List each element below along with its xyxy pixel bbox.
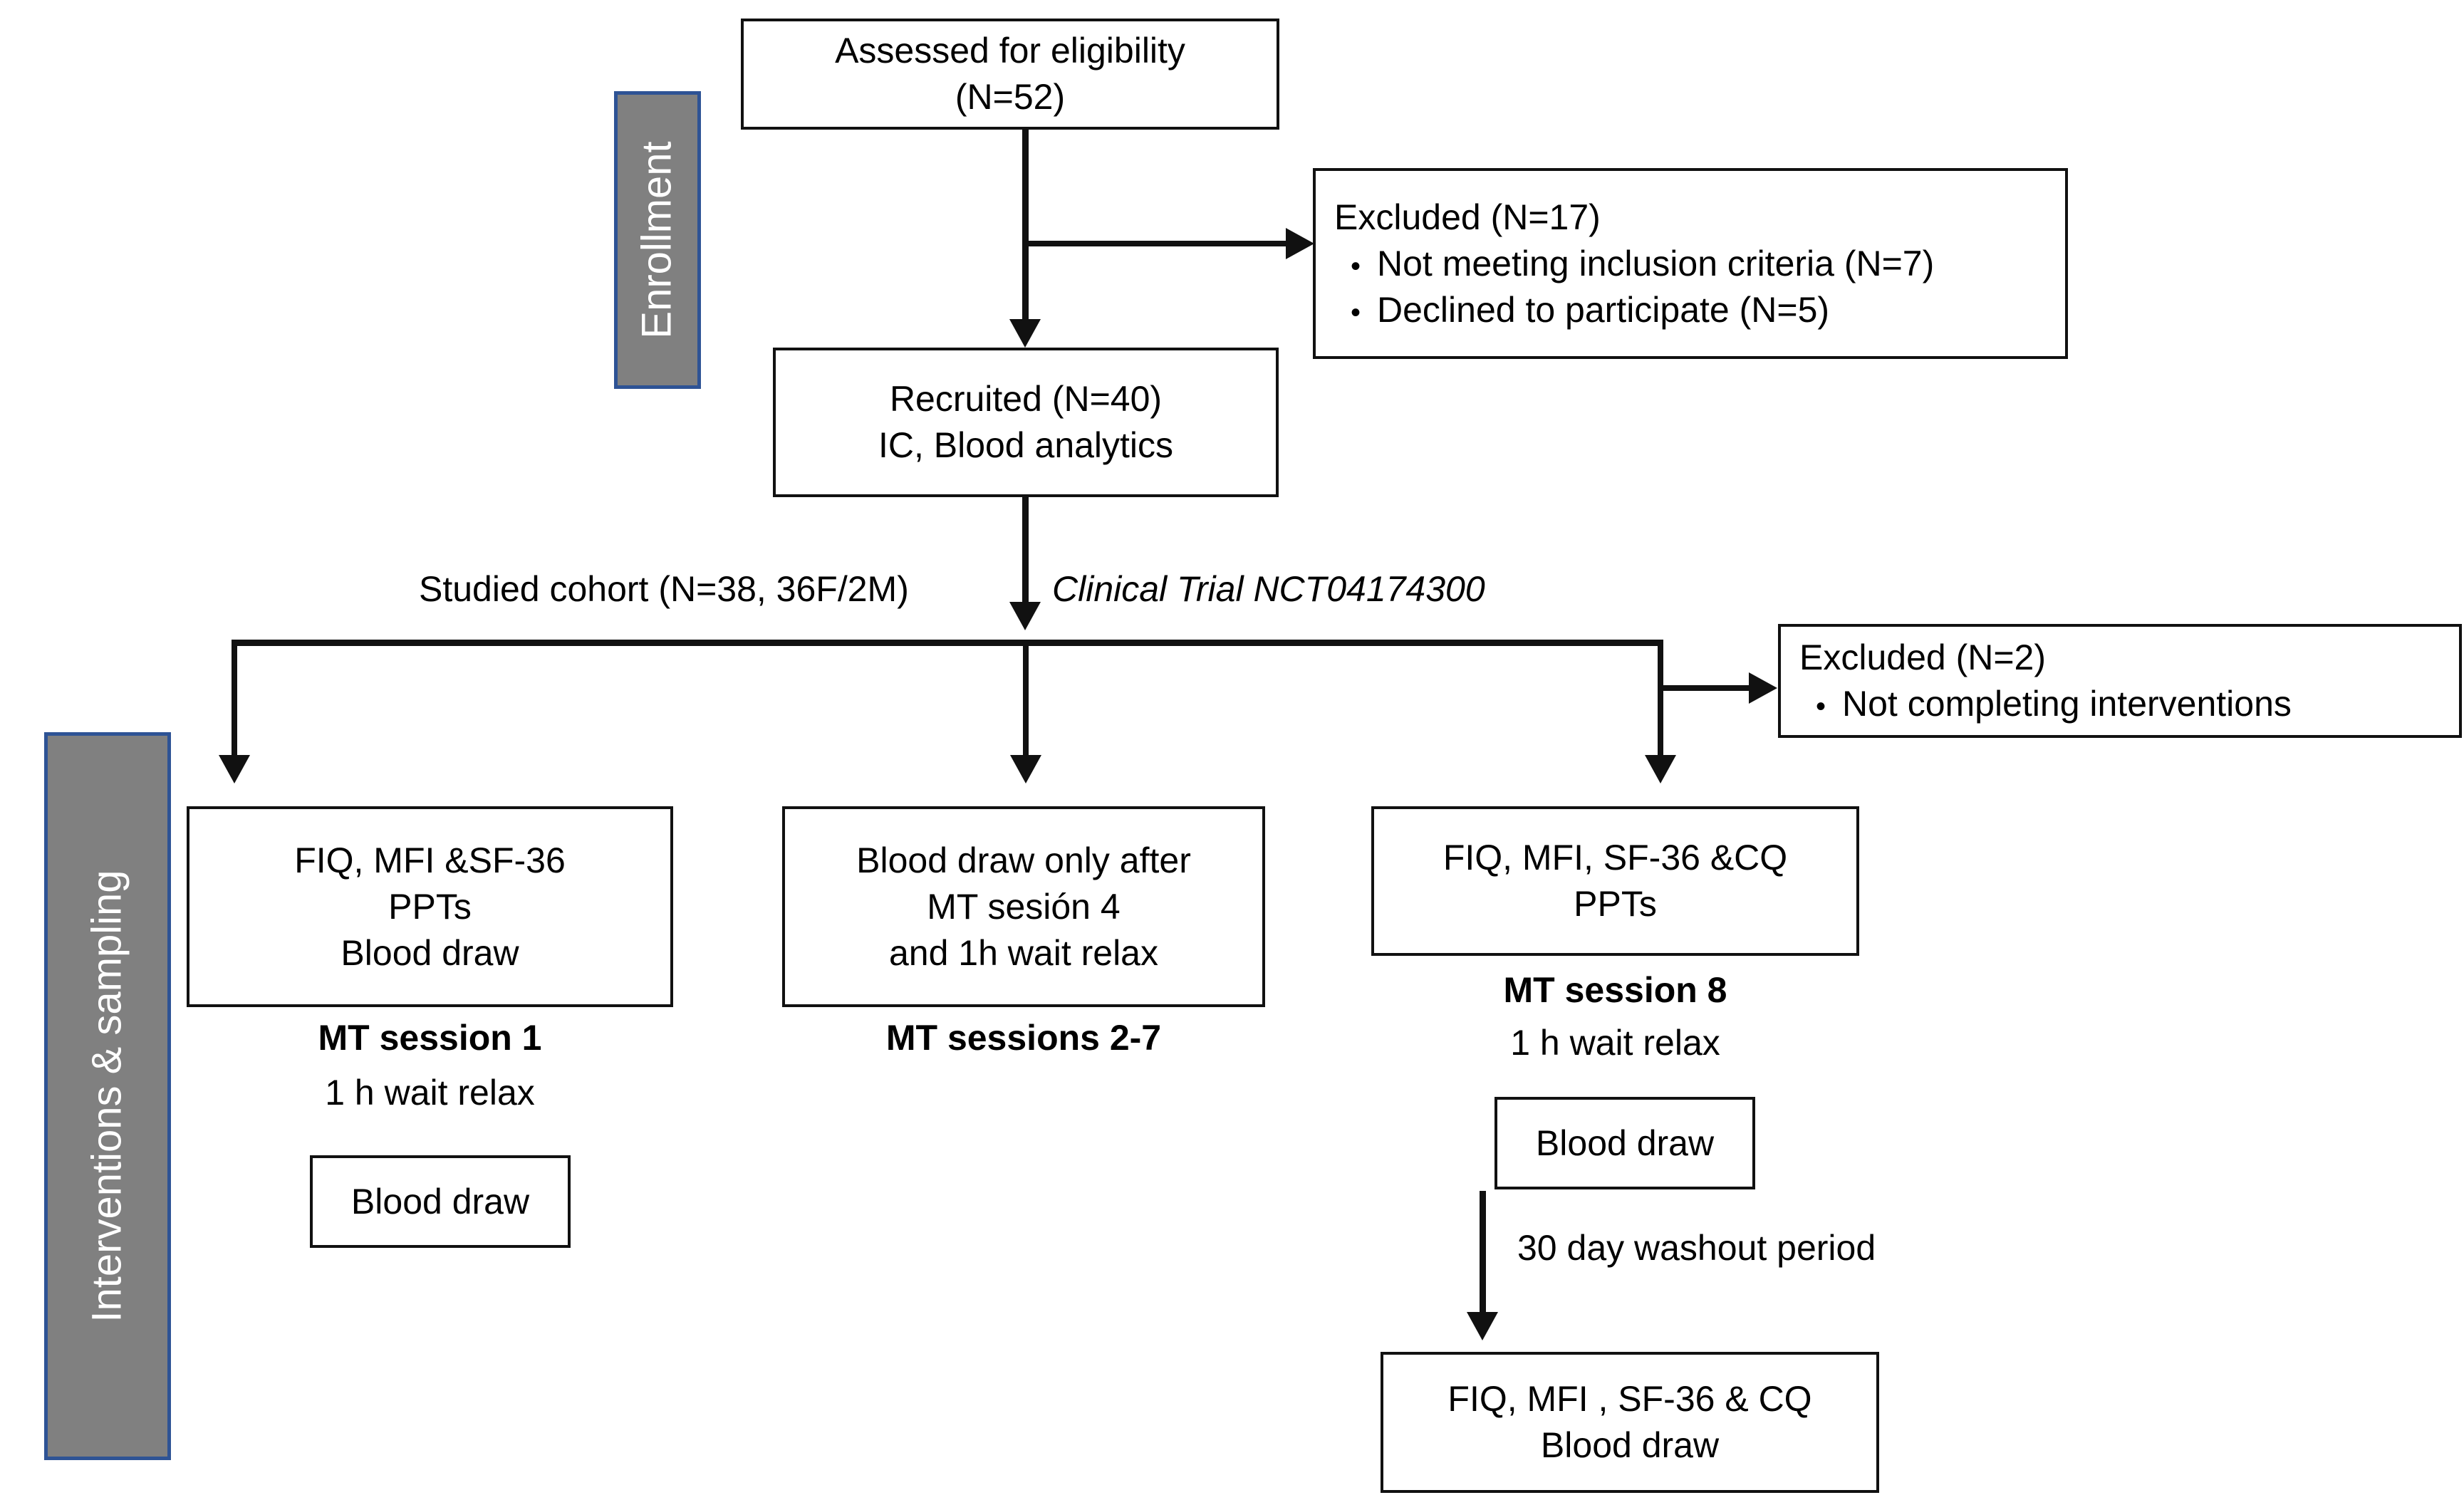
connector-bus-to-arm3	[1658, 640, 1663, 768]
arm3-line-2: PPTs	[1574, 884, 1657, 924]
node-arm3-blood-draw: Blood draw	[1494, 1097, 1755, 1189]
recruited-line-1: Recruited (N=40)	[889, 379, 1163, 419]
arrowhead-to-excluded-1	[1286, 228, 1314, 259]
arrowhead-bus-to-arm2	[1010, 755, 1041, 783]
excluded-1-bullet-2: • Declined to participate (N=5)	[1334, 287, 1829, 333]
phase-banner-enrollment: Enrollment	[614, 91, 701, 389]
excluded-1-heading: Excluded (N=17)	[1334, 197, 1601, 237]
phase-label-interventions: Interventions & sampling	[84, 870, 130, 1323]
arm3-line-1: FIQ, MFI, SF-36 &CQ	[1442, 838, 1788, 877]
bullet-icon: •	[1350, 250, 1361, 282]
arm1-line-2: PPTs	[388, 886, 472, 927]
caption-arm3-session: MT session 8	[1503, 970, 1727, 1010]
node-arm1-blood-draw: Blood draw	[310, 1155, 571, 1248]
caption-arm3-wait: 1 h wait relax	[1510, 1023, 1720, 1063]
arm1-blood-draw-text: Blood draw	[350, 1181, 530, 1222]
caption-washout: 30 day washout period	[1517, 1228, 1876, 1268]
excluded-2-heading: Excluded (N=2)	[1799, 637, 2046, 677]
connector-bus-to-arm1	[232, 640, 237, 768]
arrowhead-washout	[1467, 1312, 1498, 1340]
bullet-icon: •	[1350, 296, 1361, 328]
distribution-bus	[232, 640, 1663, 646]
connector-washout	[1480, 1191, 1486, 1326]
excluded-1-bullet-1: • Not meeting inclusion criteria (N=7)	[1334, 241, 1934, 287]
node-excluded-2: Excluded (N=2) • Not completing interven…	[1778, 624, 2462, 738]
connector-to-excluded-1	[1026, 241, 1289, 246]
arm1-line-3: Blood draw	[341, 932, 519, 973]
phase-banner-interventions: Interventions & sampling	[44, 732, 171, 1460]
node-recruited: Recruited (N=40) IC, Blood analytics	[773, 348, 1279, 497]
phase-label-enrollment: Enrollment	[634, 141, 681, 339]
excluded-1-bullet-2-text: Declined to participate (N=5)	[1377, 289, 1830, 330]
node-assessed-for-eligibility: Assessed for eligibility (N=52)	[741, 19, 1279, 130]
arrowhead-to-excluded-2	[1749, 672, 1777, 704]
node-arm3-assessments: FIQ, MFI, SF-36 &CQ PPTs	[1371, 806, 1859, 956]
arrowhead-assessed-to-recruited	[1009, 319, 1041, 348]
arrowhead-recruited-to-bus	[1009, 602, 1041, 630]
caption-clinical-trial: Clinical Trial NCT04174300	[1052, 569, 1485, 609]
caption-arm1-wait: 1 h wait relax	[325, 1073, 535, 1113]
connector-assessed-to-recruited	[1022, 130, 1029, 321]
recruited-line-2: IC, Blood analytics	[878, 425, 1174, 465]
excluded-1-bullet-1-text: Not meeting inclusion criteria (N=7)	[1377, 243, 1935, 283]
arrowhead-bus-to-arm3	[1645, 755, 1676, 783]
connector-recruited-to-bus	[1022, 497, 1029, 618]
connector-bus-to-arm2	[1023, 640, 1029, 768]
connector-to-excluded-2	[1661, 685, 1754, 691]
node-excluded-1: Excluded (N=17) • Not meeting inclusion …	[1313, 168, 2068, 359]
caption-arm2-session: MT sessions 2-7	[885, 1018, 1162, 1058]
followup-line-1: FIQ, MFI , SF-36 & CQ	[1447, 1379, 1812, 1419]
arm1-line-1: FIQ, MFI &SF-36	[294, 840, 566, 880]
node-arm1-assessments: FIQ, MFI &SF-36 PPTs Blood draw	[187, 806, 673, 1007]
excluded-2-bullet-1-text: Not completing interventions	[1842, 684, 2292, 724]
assessed-line-1: Assessed for eligibility	[835, 31, 1185, 71]
excluded-2-bullet-1: • Not completing interventions	[1799, 681, 2292, 727]
arm2-line-2: MT sesión 4	[927, 886, 1121, 927]
arm2-line-1: Blood draw only after	[856, 840, 1191, 880]
caption-studied-cohort: Studied cohort (N=38, 36F/2M)	[419, 569, 909, 609]
arm3-blood-draw-text: Blood draw	[1535, 1123, 1715, 1163]
bullet-icon: •	[1815, 691, 1826, 722]
arm2-line-3: and 1h wait relax	[888, 932, 1158, 973]
arrowhead-bus-to-arm1	[219, 755, 250, 783]
assessed-line-2: (N=52)	[955, 77, 1066, 117]
node-arm2-assessments: Blood draw only after MT sesión 4 and 1h…	[782, 806, 1265, 1007]
followup-line-2: Blood draw	[1540, 1425, 1720, 1465]
node-followup-assessments: FIQ, MFI , SF-36 & CQ Blood draw	[1381, 1352, 1879, 1493]
caption-arm1-session: MT session 1	[318, 1018, 542, 1058]
